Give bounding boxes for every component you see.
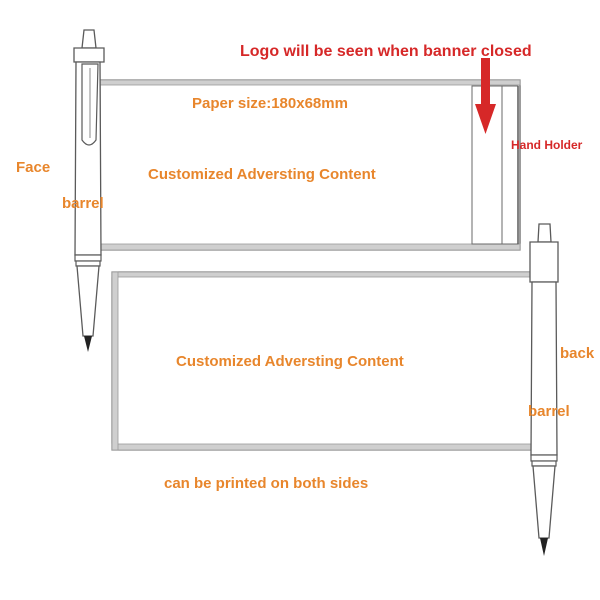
down-arrow-icon [475,58,496,134]
hand-holder [471,85,519,245]
both-sides-label: can be printed on both sides [164,475,369,492]
back-label: back [560,345,595,362]
back-banner [111,271,537,451]
front-barrel-label: barrel [62,195,104,212]
logo-note: Logo will be seen when banner closed [240,43,532,60]
back-barrel-label: barrel [528,403,570,420]
front-content-label: Customized Adversting Content [148,166,376,183]
paper-size-label: Paper size:180x68mm [192,95,348,112]
front-banner [99,79,521,251]
face-label: Face [16,159,51,176]
back-content-label: Customized Adversting Content [176,353,404,370]
hand-holder-label: Hand Holder [511,138,583,152]
front-pen [73,29,105,352]
back-pen [529,223,559,556]
